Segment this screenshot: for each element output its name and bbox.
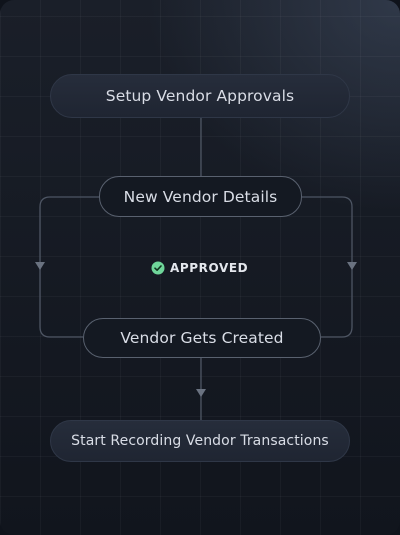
step-start-recording-transactions: Start Recording Vendor Transactions — [50, 420, 350, 462]
connector-left-branch — [39, 196, 99, 338]
check-circle-icon — [151, 261, 165, 275]
step-setup-vendor-approvals: Setup Vendor Approvals — [50, 74, 350, 118]
triangle-down-icon — [35, 262, 45, 270]
triangle-down-icon — [347, 262, 357, 270]
step-new-vendor-details: New Vendor Details — [99, 176, 302, 217]
approved-label: APPROVED — [170, 261, 249, 275]
connector-right-branch — [302, 196, 353, 338]
step-vendor-gets-created: Vendor Gets Created — [83, 318, 321, 358]
triangle-down-icon — [196, 389, 206, 397]
approved-condition: APPROVED — [151, 259, 248, 277]
